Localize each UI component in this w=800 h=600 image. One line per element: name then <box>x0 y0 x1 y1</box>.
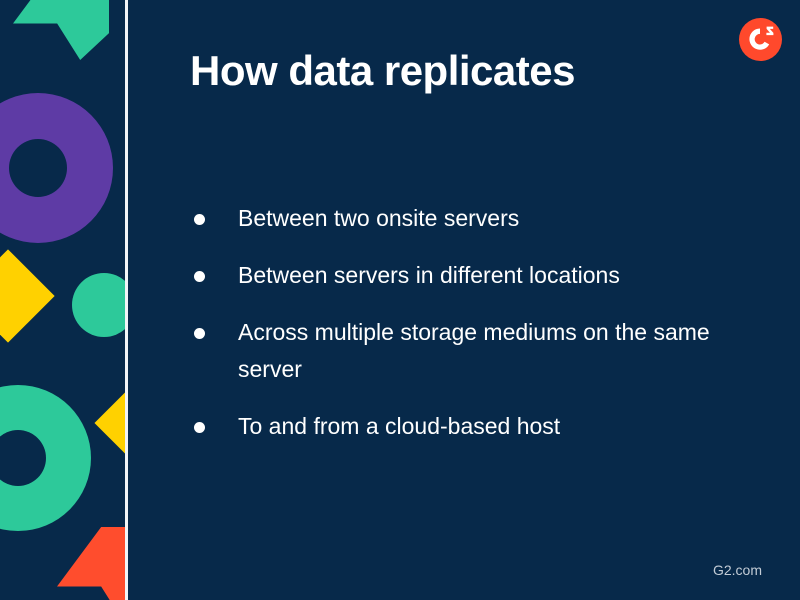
list-item-label: To and from a cloud-based host <box>238 413 561 439</box>
bullet-dot-icon <box>194 328 205 339</box>
list-item: Between servers in different locations <box>190 257 770 294</box>
list-item-label: Between servers in different locations <box>238 262 620 288</box>
list-item: To and from a cloud-based host <box>190 408 770 445</box>
list-item-label: Between two onsite servers <box>238 205 520 231</box>
bullet-dot-icon <box>194 214 205 225</box>
teal-donut-shape <box>0 385 91 531</box>
yellow-diamond-shape-upper <box>0 249 55 343</box>
vertical-divider <box>125 0 128 600</box>
decorative-shape-band <box>0 0 125 600</box>
list-item: Across multiple storage mediums on the s… <box>190 314 770 388</box>
list-item: Between two onsite servers <box>190 200 770 237</box>
slide-content: How data replicates Between two onsite s… <box>190 0 790 600</box>
list-item-label: Across multiple storage mediums on the s… <box>238 319 710 382</box>
purple-donut-shape <box>0 93 113 243</box>
bullet-list: Between two onsite servers Between serve… <box>190 200 770 445</box>
footer-attribution: G2.com <box>712 562 762 578</box>
bullet-dot-icon <box>194 271 205 282</box>
red-arrow-shape <box>57 527 125 600</box>
teal-circle-shape <box>72 273 125 337</box>
green-arrow-shape <box>13 0 109 60</box>
bullet-dot-icon <box>194 422 205 433</box>
yellow-diamond-shape-lower <box>94 390 125 456</box>
g2-logo-icon <box>739 18 782 61</box>
page-title: How data replicates <box>190 47 575 94</box>
